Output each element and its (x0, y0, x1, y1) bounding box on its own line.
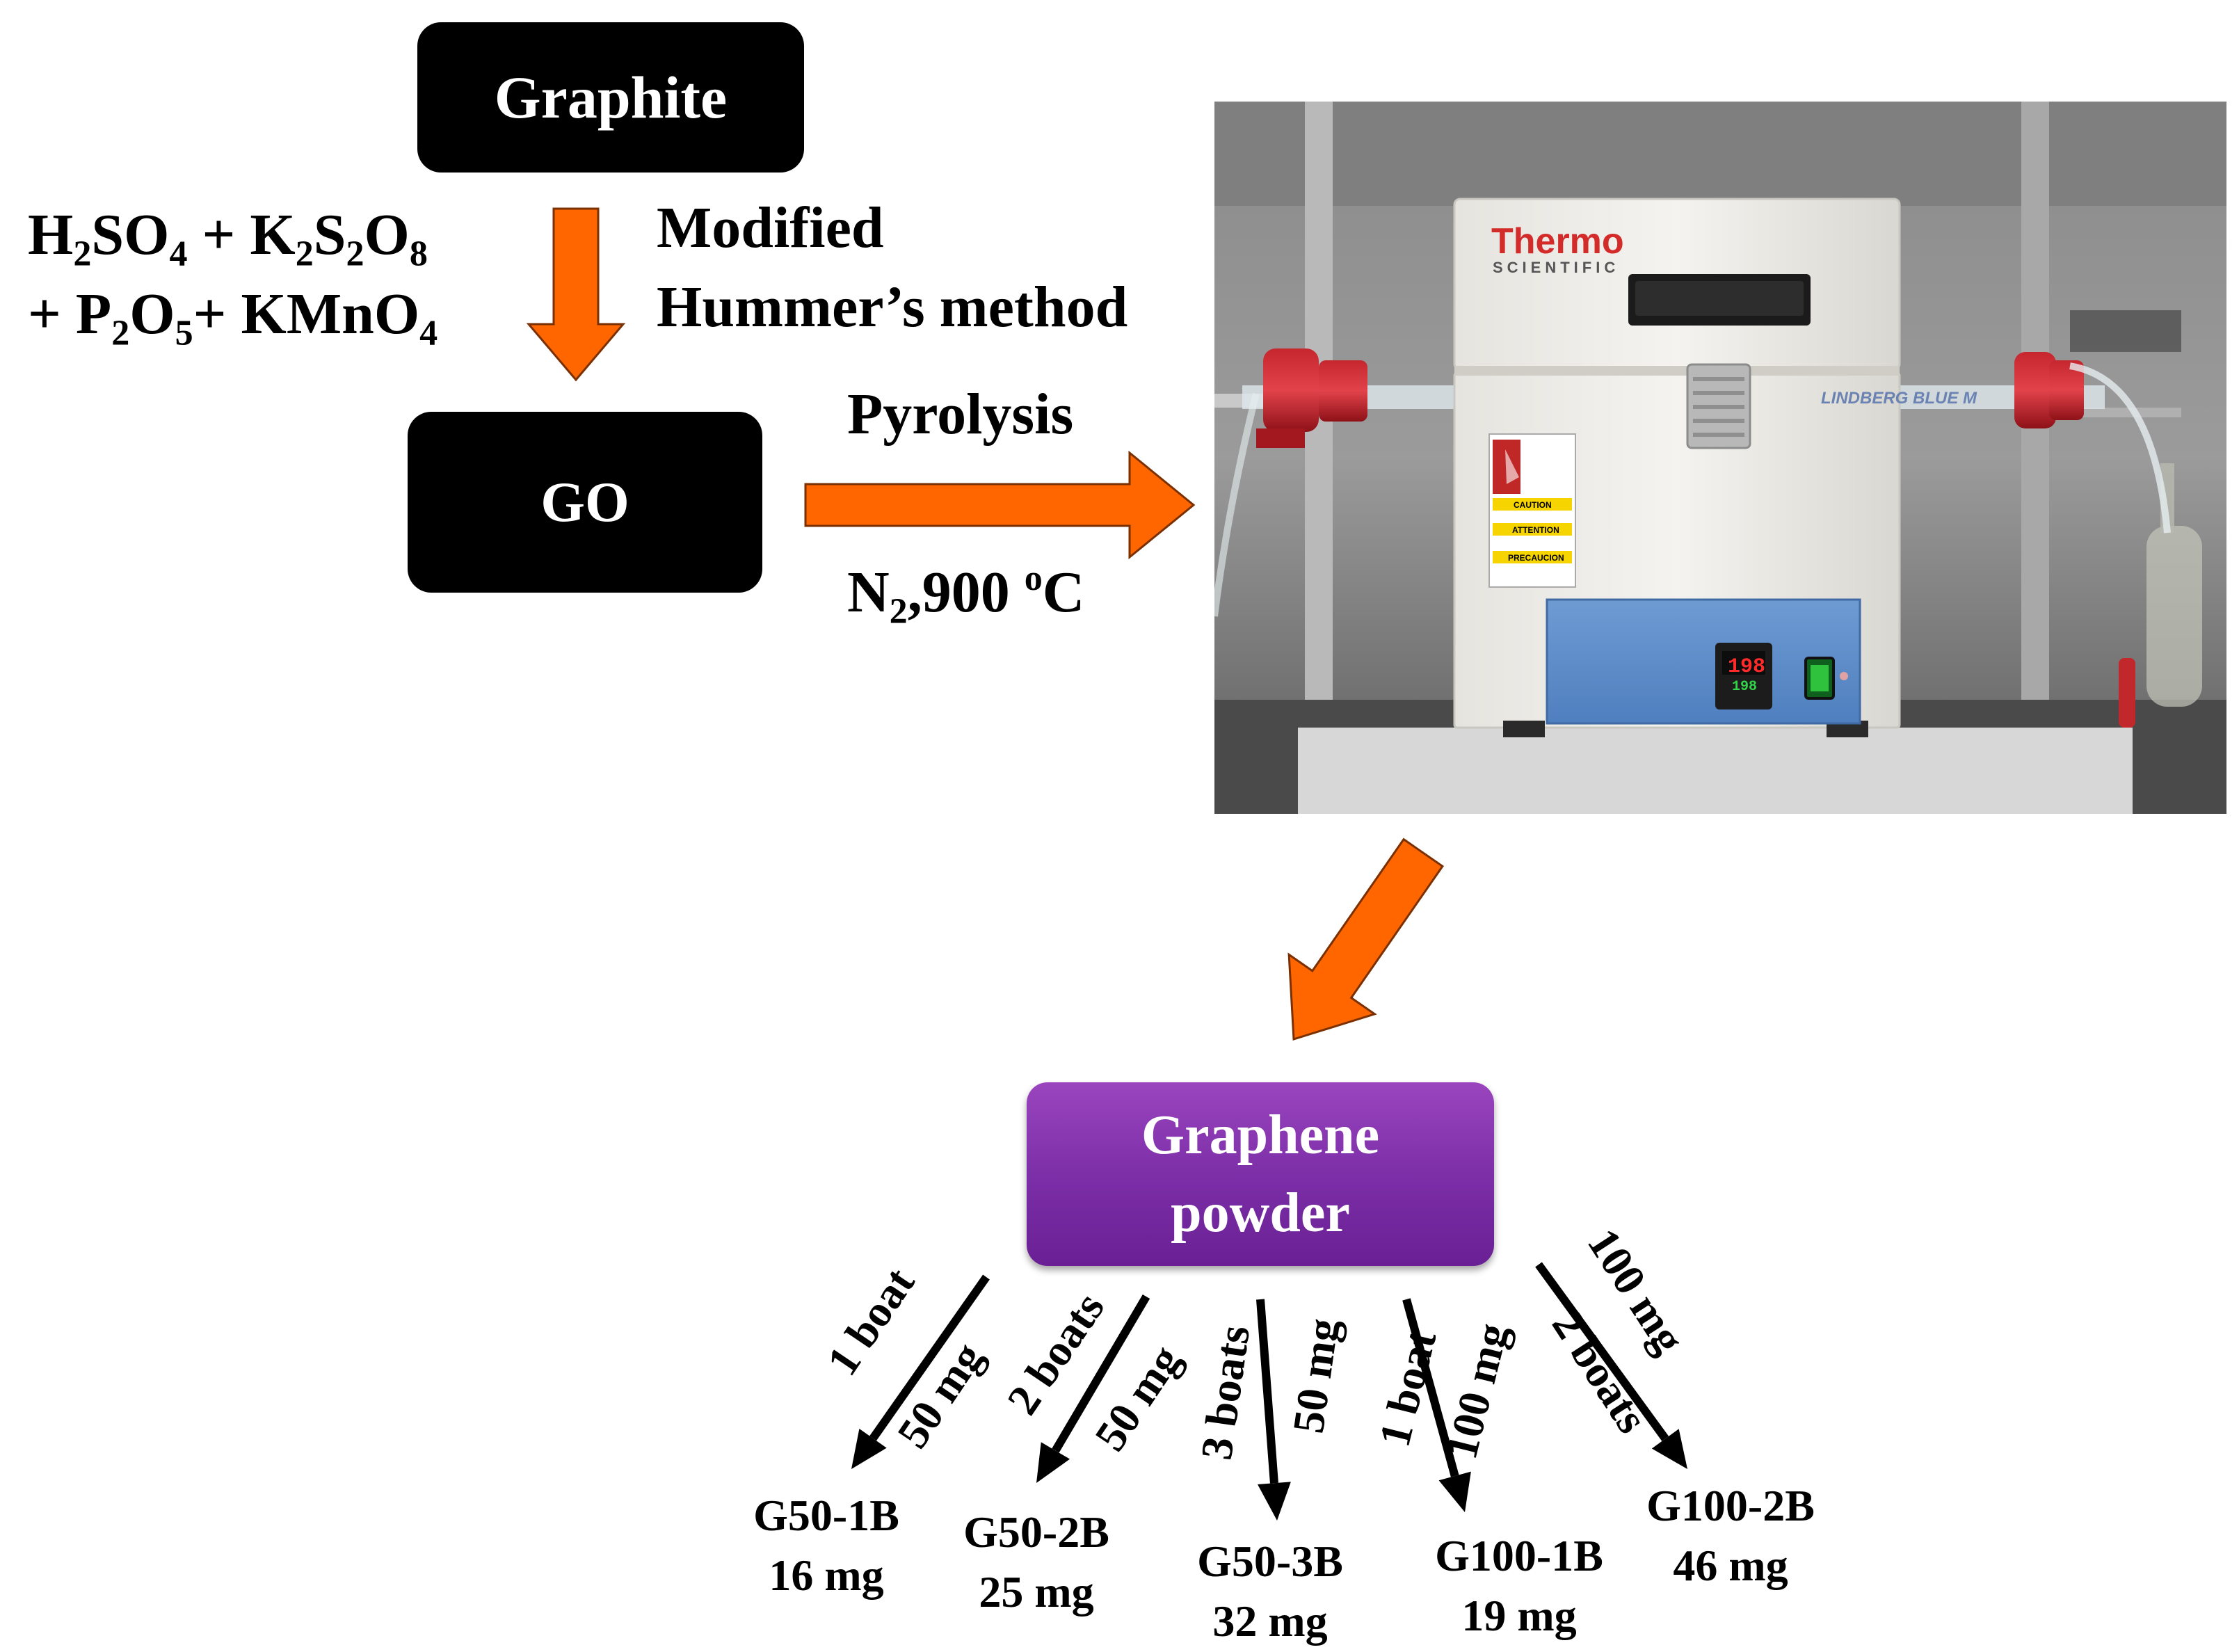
conditions-temperature: ,900 (907, 560, 1025, 625)
brand-subtext: SCIENTIFIC (1493, 259, 1619, 276)
formula-text: SO (91, 202, 170, 267)
method-label-line2: Hummer’s method (657, 275, 1128, 339)
formula-subscript: 2 (73, 234, 92, 274)
sample-name: G100-2B (1646, 1481, 1815, 1530)
sample-arrow-1 (851, 1274, 990, 1469)
sample-name: G50-3B (1197, 1537, 1343, 1586)
pyrolysis-conditions: N2,900 oC (847, 560, 1085, 629)
sample-output: G100-1B 19 mg (1408, 1526, 1630, 1646)
conditions-gas: N (847, 560, 890, 625)
formula-subscript: 4 (419, 313, 438, 353)
pyrolysis-label: Pyrolysis (847, 382, 1074, 447)
graphene-label-line1: Graphene (1141, 1105, 1380, 1166)
graphite-box: Graphite (417, 22, 804, 173)
sample-mass: 25 mg (979, 1567, 1094, 1617)
conditions-degree-symbol: o (1024, 558, 1043, 598)
formula-text: O (364, 202, 410, 267)
reagent-formula-line1: H2SO4 + K2S2O8 (28, 206, 428, 273)
formula-subscript: 8 (409, 234, 428, 274)
sample-output: G100-2B 46 mg (1619, 1476, 1842, 1596)
formula-subscript: 4 (169, 234, 188, 274)
formula-text: O (129, 282, 175, 346)
graphene-powder-box: Graphene powder (1027, 1082, 1494, 1266)
sample-mass: 46 mg (1673, 1541, 1788, 1590)
sample-mass: 19 mg (1461, 1591, 1577, 1640)
sample-arrow-2 (1036, 1294, 1150, 1483)
graphite-label: Graphite (494, 64, 728, 131)
formula-text: + KMnO (193, 282, 420, 346)
formula-text: S (313, 202, 346, 267)
formula-text: + P (28, 282, 112, 346)
arrow-graphite-to-go (526, 207, 626, 382)
display-top: 198 (1728, 655, 1765, 679)
conditions-gas-subscript: 2 (889, 591, 908, 632)
sample-output: G50-2B 25 mg (925, 1502, 1148, 1622)
go-box: GO (408, 412, 762, 593)
graphene-label-line2: powder (1171, 1182, 1350, 1244)
brand-text: Thermo (1491, 221, 1624, 262)
warning-label-1: CAUTION (1514, 500, 1552, 510)
sample-arrow-5 (1535, 1262, 1687, 1469)
sample-mass: 16 mg (769, 1550, 884, 1600)
formula-subscript: 2 (346, 234, 364, 274)
sample-name: G50-2B (963, 1507, 1109, 1557)
tube-furnace-photo: Thermo SCIENTIFIC LINDBERG BLUE M CAUTIO… (1214, 102, 2226, 814)
warning-label-2: ATTENTION (1512, 525, 1559, 535)
sample-name: G50-1B (753, 1491, 899, 1540)
sample-output: G50-1B 16 mg (715, 1486, 938, 1605)
reagent-formula-line2: + P2O5+ KMnO4 (28, 282, 438, 352)
sample-arrow-3 (1256, 1299, 1291, 1521)
formula-text: + K (187, 202, 296, 267)
arrow-furnace-to-graphene (1287, 837, 1445, 1041)
conditions-unit: C (1042, 560, 1085, 625)
sample-arrow-4 (1402, 1298, 1471, 1512)
display-bottom: 198 (1732, 679, 1757, 695)
model-text: LINDBERG BLUE M (1821, 389, 1977, 408)
sample-name: G100-1B (1435, 1531, 1603, 1580)
go-label: GO (540, 470, 629, 534)
sample-output: G50-3B 32 mg (1159, 1532, 1381, 1651)
warning-label-3: PRECAUCION (1508, 553, 1564, 563)
formula-subscript: 2 (295, 234, 314, 274)
formula-subscript: 5 (175, 313, 193, 353)
formula-subscript: 2 (111, 313, 130, 353)
sample-mass: 32 mg (1212, 1596, 1328, 1646)
method-label-line1: Modified (657, 195, 884, 260)
formula-text: H (28, 202, 74, 267)
arrow-go-to-furnace (804, 450, 1196, 560)
